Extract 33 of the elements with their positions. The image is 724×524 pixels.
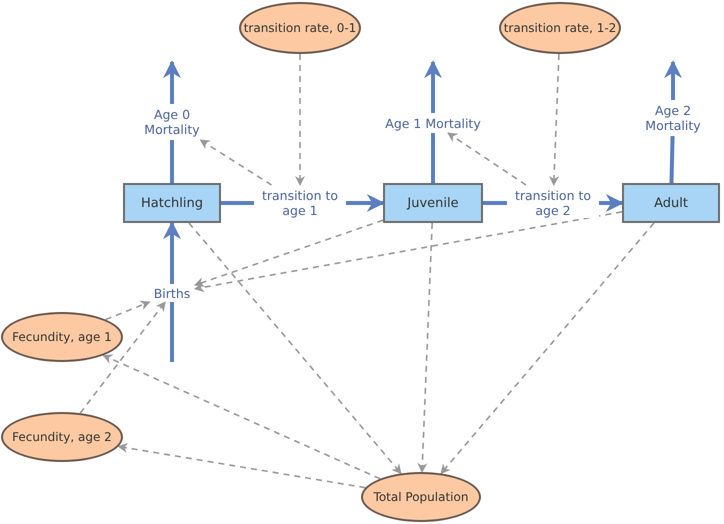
flow-arrow <box>664 60 682 100</box>
dependency-arrow <box>80 301 166 414</box>
dependency-arrow <box>295 54 305 186</box>
flow-arrow <box>163 60 181 104</box>
dependency-arrow <box>118 443 366 488</box>
node-label: Total Population <box>374 490 468 504</box>
node-label: transition rate, 1-2 <box>504 21 616 35</box>
flow-rate-label: Births <box>152 286 192 300</box>
flow-arrow <box>346 194 385 212</box>
dependency-arrow <box>447 132 526 186</box>
node-label: Fecundity, age 2 <box>12 430 112 444</box>
dependency-arrow <box>105 300 150 320</box>
auxiliary-ellipse <box>1 312 123 362</box>
stock-box <box>622 183 720 223</box>
node-label: transition rate, 0-1 <box>244 21 356 35</box>
node-label: Fecundity, age 1 <box>12 330 112 344</box>
dependency-arrow <box>549 54 560 186</box>
flow-arrow <box>163 221 181 284</box>
dependency-arrow <box>200 139 272 186</box>
dependency-arrow <box>194 219 384 287</box>
dependency-arrow <box>102 354 380 480</box>
dependency-arrow <box>188 222 402 474</box>
node-label: Hatchling <box>141 196 203 210</box>
dependency-arrow <box>440 222 655 474</box>
dependency-arrow <box>194 211 622 292</box>
flow-arrow <box>424 60 442 113</box>
flow-rate-label: Age 1 Mortality <box>384 116 482 130</box>
node-label: Juvenile <box>407 196 459 210</box>
dependency-arrow <box>417 222 433 473</box>
flow-arrow <box>599 194 624 212</box>
stock-box <box>383 183 483 223</box>
stock-box <box>123 183 221 223</box>
node-label: Adult <box>654 196 688 210</box>
